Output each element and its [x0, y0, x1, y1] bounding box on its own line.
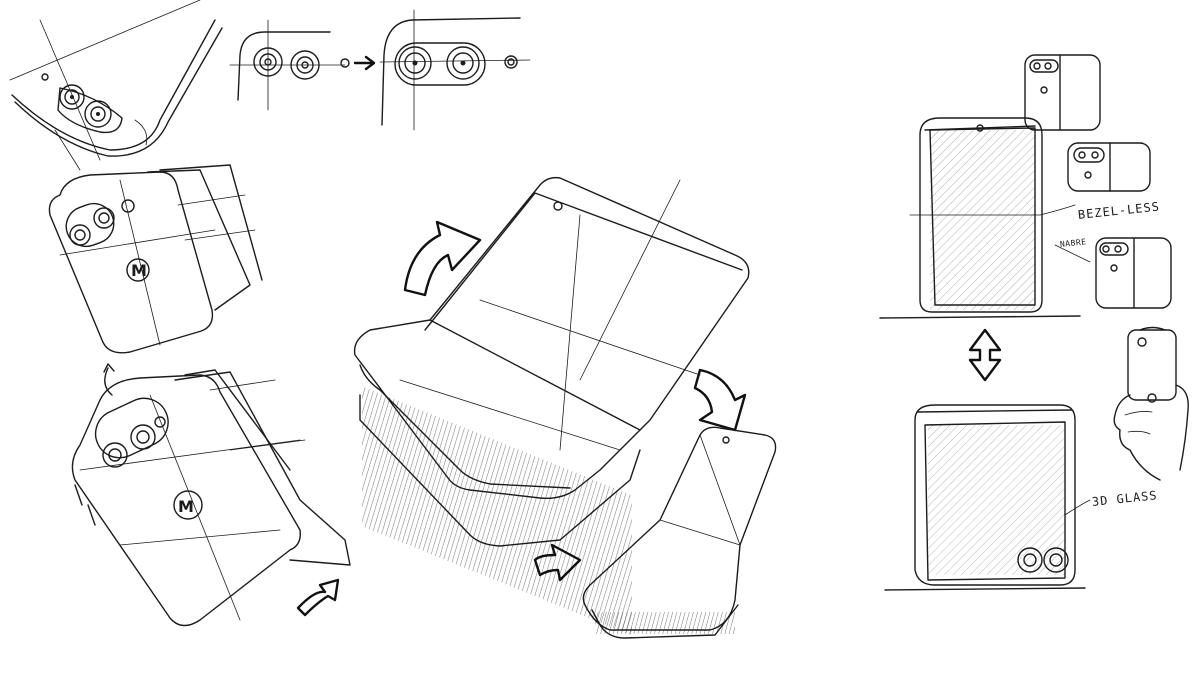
- flip-phone-flat-open-sketch: [582, 426, 777, 639]
- flip-phone-back-angle-sketch: M: [71, 369, 351, 627]
- brand-logo-bottom: M: [178, 497, 194, 516]
- camera-module-iteration-b: [379, 9, 531, 131]
- camera-module-iteration-a: [229, 19, 376, 111]
- flip-phone-closed-back-sketch: M: [48, 129, 263, 396]
- flip-phone-open-main-sketch: [353, 176, 750, 636]
- phone-front-bezel-less-sketch: [879, 117, 1091, 319]
- phone-back-variant-3-sketch: [1095, 237, 1172, 309]
- phone-back-variant-2-sketch: [1067, 142, 1151, 192]
- brand-logo-top: M: [131, 261, 147, 280]
- phone-3d-glass-sketch: [884, 404, 1091, 591]
- camera-corner-closeup-sketch: [9, 0, 223, 161]
- phone-back-variant-1-sketch: [1024, 54, 1101, 131]
- hand-holding-phone-sketch: [1113, 326, 1189, 481]
- compare-double-arrow: [968, 328, 1002, 382]
